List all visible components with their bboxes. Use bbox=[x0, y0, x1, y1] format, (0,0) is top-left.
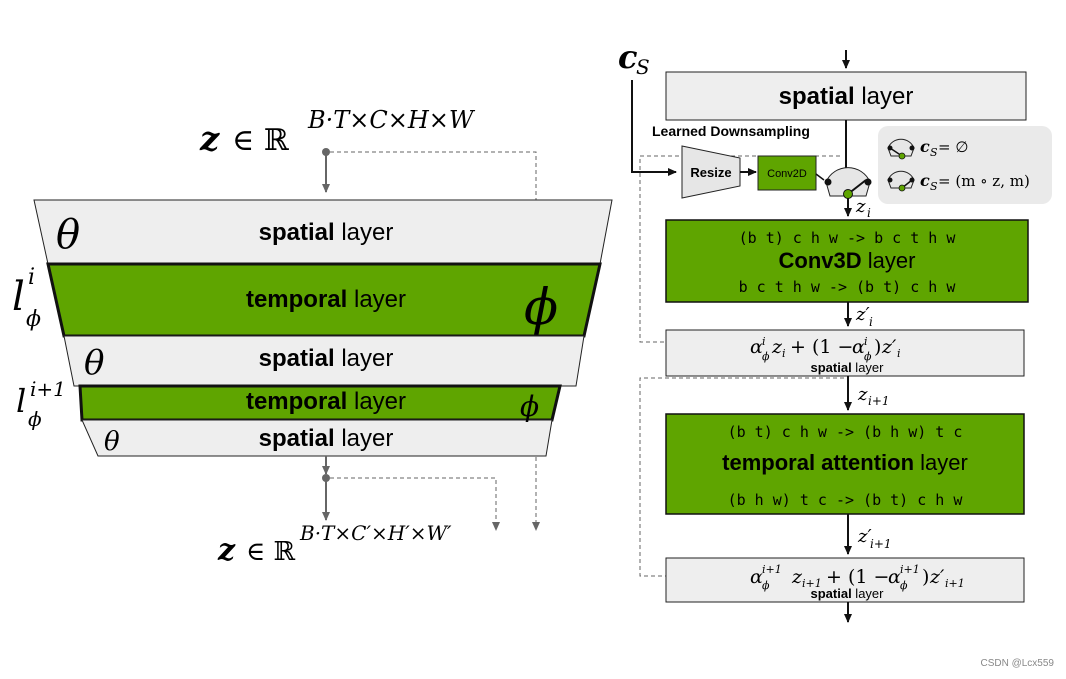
switch-icon bbox=[824, 167, 872, 199]
conv3d-box bbox=[665, 219, 1029, 303]
svg-text:ϕ: ϕ bbox=[900, 579, 908, 592]
legend-row2-eq: = (m ∘ z, m) bbox=[938, 172, 1030, 190]
phi-tag-2: ϕ bbox=[520, 390, 539, 423]
blend2-formula: α i+1 ϕ z i+1 + (1 − α i+1 ϕ ) z′ i+1 bbox=[750, 563, 965, 592]
resize-label: Resize bbox=[690, 165, 731, 180]
svg-text:i+1: i+1 bbox=[900, 563, 920, 576]
conv2d-label: Conv2D bbox=[767, 168, 807, 180]
svg-text:i+1: i+1 bbox=[762, 563, 782, 576]
svg-text:i: i bbox=[897, 347, 901, 360]
spatial-top-label: spatial layer bbox=[779, 83, 914, 110]
right-pipeline: c S spatial layer Learned Downsampling R… bbox=[618, 38, 1052, 623]
svg-text:z′: z′ bbox=[881, 336, 897, 358]
output-dot bbox=[322, 474, 330, 482]
zi-prime-label: z′ bbox=[855, 304, 870, 325]
l-phi-i1-base: l bbox=[16, 382, 26, 420]
theta-tag-1: θ bbox=[56, 212, 80, 258]
legend-row1-eq: = ∅ bbox=[938, 138, 968, 156]
svg-text:i: i bbox=[762, 335, 766, 348]
conv2d-block bbox=[757, 155, 817, 191]
blend1-formula: α i ϕ z i + (1 − α i ϕ ) z′ i bbox=[750, 335, 901, 363]
tattn-bottom-text: (b h w) t c -> (b t) c h w bbox=[728, 491, 964, 509]
learned-downsampling-label: Learned Downsampling bbox=[652, 123, 810, 139]
svg-text:α: α bbox=[750, 566, 763, 588]
cs-sub: S bbox=[636, 55, 650, 79]
svg-text:ϕ: ϕ bbox=[762, 579, 770, 592]
skip-dashed-3 bbox=[639, 155, 840, 346]
svg-text:z′: z′ bbox=[929, 566, 945, 588]
cs-path bbox=[631, 80, 677, 176]
left-layer-5 bbox=[81, 419, 553, 457]
l-phi-i-sub: ϕ bbox=[26, 307, 41, 332]
legend-row2-cs: c bbox=[920, 171, 930, 190]
svg-text:+ (1 −: + (1 − bbox=[790, 336, 853, 358]
blend1-caption: spatial layer bbox=[811, 360, 885, 375]
left-layer-4-label: temporal layer bbox=[246, 388, 406, 415]
svg-text:+ (1 −: + (1 − bbox=[826, 566, 889, 588]
blend1-box bbox=[665, 329, 1025, 377]
cs-symbol: c bbox=[618, 38, 637, 76]
svg-text:i: i bbox=[782, 347, 786, 360]
tattn-label: temporal attention layer bbox=[722, 450, 968, 475]
svg-text:ϕ: ϕ bbox=[864, 350, 872, 363]
left-layer-3-label: spatial layer bbox=[259, 345, 394, 372]
l-phi-i1-sup: i+1 bbox=[30, 377, 66, 401]
svg-text:): ) bbox=[922, 566, 929, 588]
legend-box bbox=[878, 126, 1052, 204]
svg-text:α: α bbox=[852, 336, 865, 358]
conv2d-to-switch-line bbox=[815, 173, 825, 181]
theta-tag-2: θ bbox=[84, 343, 104, 383]
input-dot bbox=[322, 148, 330, 156]
zi1-sub: i+1 bbox=[868, 394, 890, 408]
legend-switch-icon-2 bbox=[887, 170, 915, 192]
z-in-set: ∈ ℝ bbox=[232, 123, 290, 158]
left-layer-3 bbox=[63, 335, 585, 387]
blend2-caption: spatial layer bbox=[811, 586, 885, 601]
svg-text:i+1: i+1 bbox=[802, 577, 822, 590]
svg-text:ϕ: ϕ bbox=[762, 350, 770, 363]
z-in-dims: B·T×C×H×W bbox=[307, 106, 476, 134]
svg-text:): ) bbox=[874, 336, 881, 358]
z-out-dims: B·T×C′×H′×W′ bbox=[299, 521, 452, 545]
legend-row2-sub: S bbox=[930, 180, 938, 193]
zi1-prime-sub: i+1 bbox=[870, 537, 892, 551]
zi-sub: i bbox=[867, 206, 871, 220]
z-in-symbol: z bbox=[199, 119, 220, 159]
conv3d-top-text: (b t) c h w -> b c t h w bbox=[739, 229, 957, 247]
theta-tag-3: θ bbox=[104, 427, 120, 457]
conv3d-bottom-text: b c t h w -> (b t) c h w bbox=[739, 278, 957, 296]
z-out-symbol: z bbox=[217, 533, 236, 568]
l-phi-i1-sub: ϕ bbox=[28, 407, 42, 431]
zi1-label: z bbox=[857, 384, 868, 405]
legend-row1-sub: S bbox=[930, 146, 938, 159]
left-layer-5-label: spatial layer bbox=[259, 425, 394, 452]
left-layer-1-label: spatial layer bbox=[259, 219, 394, 246]
z-out-set: ∈ ℝ bbox=[246, 537, 296, 567]
svg-text:α: α bbox=[888, 566, 901, 588]
svg-text:z: z bbox=[791, 566, 803, 588]
l-phi-i-sup: i bbox=[28, 265, 35, 290]
blend2-box bbox=[665, 557, 1025, 603]
svg-text:z: z bbox=[771, 336, 783, 358]
svg-text:i+1: i+1 bbox=[945, 577, 965, 590]
tattn-top-text: (b t) c h w -> (b h w) t c bbox=[728, 423, 963, 441]
conv3d-label: Conv3D layer bbox=[779, 248, 916, 273]
temporal-attention-box bbox=[665, 413, 1025, 515]
phi-tag-1: ϕ bbox=[524, 278, 558, 336]
left-layer-2-label: temporal layer bbox=[246, 286, 406, 313]
zi-label: z bbox=[855, 196, 866, 217]
l-phi-i-base: l bbox=[12, 274, 25, 320]
resize-block bbox=[681, 145, 741, 199]
watermark: CSDN @Lcx559 bbox=[980, 658, 1054, 669]
svg-text:α: α bbox=[750, 336, 763, 358]
zi1-prime-label: z′ bbox=[857, 526, 872, 547]
legend-switch-icon-1 bbox=[887, 138, 915, 160]
legend-row1-cs: c bbox=[920, 137, 930, 156]
svg-text:i: i bbox=[864, 335, 868, 348]
spatial-top-box bbox=[665, 71, 1027, 121]
zi-prime-sub: i bbox=[869, 315, 873, 329]
left-funnel: z ∈ ℝ B·T×C×H×W spatial layer temporal l… bbox=[12, 106, 613, 568]
